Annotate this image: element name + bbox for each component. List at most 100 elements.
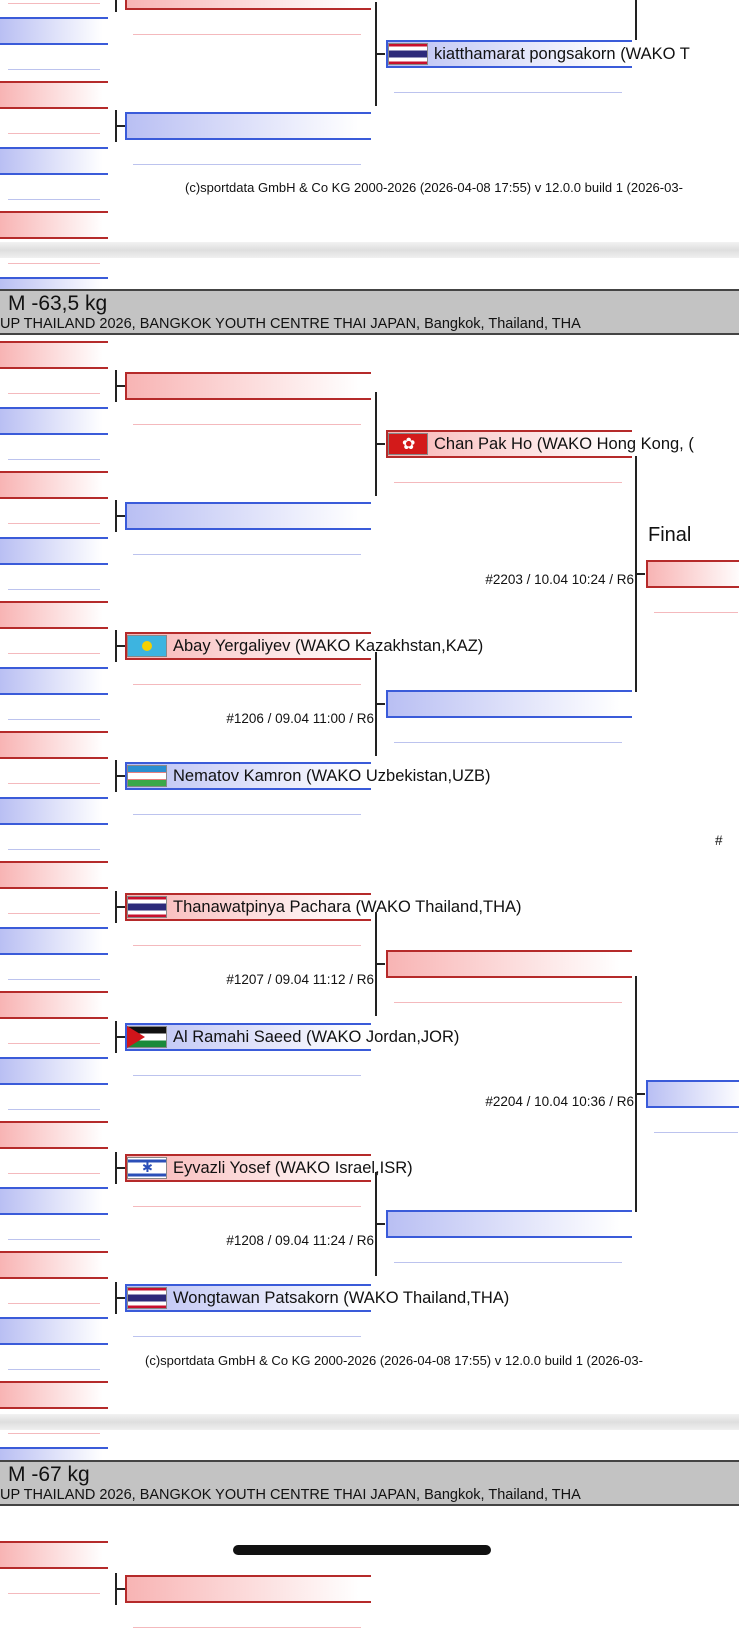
bracket-connector xyxy=(116,385,125,387)
empty-slot[interactable] xyxy=(125,1575,371,1603)
slot-placeholder-line xyxy=(394,742,622,743)
bracket-connector xyxy=(375,392,377,496)
competitor-slot[interactable]: Nematov Kamron (WAKO Uzbekistan,UZB) xyxy=(125,762,491,790)
empty-slot[interactable] xyxy=(0,1121,108,1149)
bracket-connector xyxy=(375,1172,377,1276)
bracket-connector xyxy=(636,1093,645,1095)
bracket-connector xyxy=(636,573,645,575)
empty-slot[interactable] xyxy=(646,1080,739,1108)
empty-slot[interactable] xyxy=(0,341,108,369)
bracket-connector xyxy=(115,630,117,662)
empty-slot[interactable] xyxy=(0,861,108,889)
bracket-connector xyxy=(376,53,385,55)
bracket-connector xyxy=(115,1152,117,1184)
slot-placeholder-line xyxy=(8,1239,100,1240)
competitor-name: Nematov Kamron (WAKO Uzbekistan,UZB) xyxy=(173,767,491,785)
empty-slot[interactable] xyxy=(0,797,108,825)
empty-slot[interactable] xyxy=(125,372,371,400)
empty-slot[interactable] xyxy=(0,471,108,499)
empty-slot[interactable] xyxy=(0,537,108,565)
empty-slot[interactable] xyxy=(646,560,739,588)
kazakhstan-flag-icon xyxy=(127,635,167,657)
empty-slot[interactable] xyxy=(386,950,632,978)
empty-slot[interactable] xyxy=(0,667,108,695)
bracket-connector xyxy=(116,1588,125,1590)
slot-placeholder-line xyxy=(8,849,100,850)
competitor-slot[interactable]: Abay Yergaliyev (WAKO Kazakhstan,KAZ) xyxy=(125,632,483,660)
slot-placeholder-line xyxy=(8,69,100,70)
bracket-connector xyxy=(376,703,385,705)
slot-placeholder-line xyxy=(394,1262,622,1263)
match-info[interactable]: #2204 / 10.04 10:36 / R6 xyxy=(485,1094,634,1109)
competitor-slot[interactable]: Al Ramahi Saeed (WAKO Jordan,JOR) xyxy=(125,1023,459,1051)
slot-placeholder-line xyxy=(394,482,622,483)
bracket-connector xyxy=(116,1297,125,1299)
empty-slot[interactable] xyxy=(0,1317,108,1345)
category-title: M -63,5 kg xyxy=(8,292,108,315)
competitor-slot[interactable]: Thanawatpinya Pachara (WAKO Thailand,THA… xyxy=(125,893,522,921)
empty-slot[interactable] xyxy=(125,502,371,530)
empty-slot[interactable] xyxy=(386,690,632,718)
section-separator xyxy=(0,1414,739,1430)
slot-placeholder-line xyxy=(8,1303,100,1304)
empty-slot[interactable] xyxy=(0,211,108,239)
bracket-connector xyxy=(635,0,637,40)
competitor-slot[interactable]: ✱Eyvazli Yosef (WAKO Israel,ISR) xyxy=(125,1154,413,1182)
match-info[interactable]: #2203 / 10.04 10:24 / R6 xyxy=(485,572,634,587)
empty-slot[interactable] xyxy=(0,1251,108,1279)
empty-slot[interactable] xyxy=(0,407,108,435)
empty-slot[interactable] xyxy=(0,17,108,45)
footer-copyright: (c)sportdata GmbH & Co KG 2000-2026 (202… xyxy=(145,1353,643,1368)
empty-slot[interactable] xyxy=(0,147,108,175)
bracket-connector xyxy=(115,1282,117,1314)
empty-slot[interactable] xyxy=(0,1187,108,1215)
slot-placeholder-line xyxy=(8,459,100,460)
bracket-connector xyxy=(376,443,385,445)
competitor-slot[interactable]: ✿Chan Pak Ho (WAKO Hong Kong, ( xyxy=(386,430,694,458)
match-info[interactable]: #1207 / 09.04 11:12 / R6 xyxy=(226,972,374,987)
slot-placeholder-line xyxy=(8,133,100,134)
round-label-final: Final xyxy=(648,524,692,546)
empty-slot[interactable] xyxy=(0,1541,108,1569)
competitor-name: Al Ramahi Saeed (WAKO Jordan,JOR) xyxy=(173,1028,460,1046)
empty-slot[interactable] xyxy=(0,927,108,955)
competitor-name: kiatthamarat pongsakorn (WAKO T xyxy=(434,45,690,63)
slot-placeholder-line xyxy=(133,34,361,35)
empty-slot[interactable] xyxy=(0,601,108,629)
bracket-connector xyxy=(376,963,385,965)
bracket-connector xyxy=(635,976,637,1212)
empty-slot[interactable] xyxy=(0,731,108,759)
bracket-connector xyxy=(116,515,125,517)
empty-slot[interactable] xyxy=(125,0,371,10)
bracket-connector xyxy=(116,645,125,647)
match-info[interactable]: #1206 / 09.04 11:00 / R6 xyxy=(226,711,374,726)
home-indicator[interactable] xyxy=(233,1545,491,1555)
bracket-connector xyxy=(375,2,377,106)
empty-slot[interactable] xyxy=(0,1057,108,1085)
slot-placeholder-line xyxy=(8,199,100,200)
bracket-connector xyxy=(635,456,637,692)
bracket-connector xyxy=(376,1223,385,1225)
empty-slot[interactable] xyxy=(0,1381,108,1409)
bracket-connector xyxy=(115,0,117,12)
bracket-connector xyxy=(116,1036,125,1038)
competitor-slot[interactable]: kiatthamarat pongsakorn (WAKO T xyxy=(386,40,690,68)
competitor-name: Thanawatpinya Pachara (WAKO Thailand,THA… xyxy=(173,898,522,916)
match-info[interactable]: # xyxy=(715,833,723,848)
competitor-name: Eyvazli Yosef (WAKO Israel,ISR) xyxy=(173,1159,413,1177)
slot-placeholder-line xyxy=(133,164,361,165)
slot-placeholder-line xyxy=(8,263,100,264)
slot-placeholder-line xyxy=(8,523,100,524)
bracket-connector xyxy=(115,1573,117,1605)
bracket-connector xyxy=(115,760,117,792)
slot-placeholder-line xyxy=(133,1336,361,1337)
empty-slot[interactable] xyxy=(0,991,108,1019)
slot-placeholder-line xyxy=(8,589,100,590)
competitor-slot[interactable]: Wongtawan Patsakorn (WAKO Thailand,THA) xyxy=(125,1284,509,1312)
bracket-connector xyxy=(116,775,125,777)
empty-slot[interactable] xyxy=(0,81,108,109)
empty-slot[interactable] xyxy=(386,1210,632,1238)
empty-slot[interactable] xyxy=(125,112,371,140)
match-info[interactable]: #1208 / 09.04 11:24 / R6 xyxy=(226,1233,374,1248)
category-header: M -63,5 kg UP THAILAND 2026, BANGKOK YOU… xyxy=(0,289,739,335)
